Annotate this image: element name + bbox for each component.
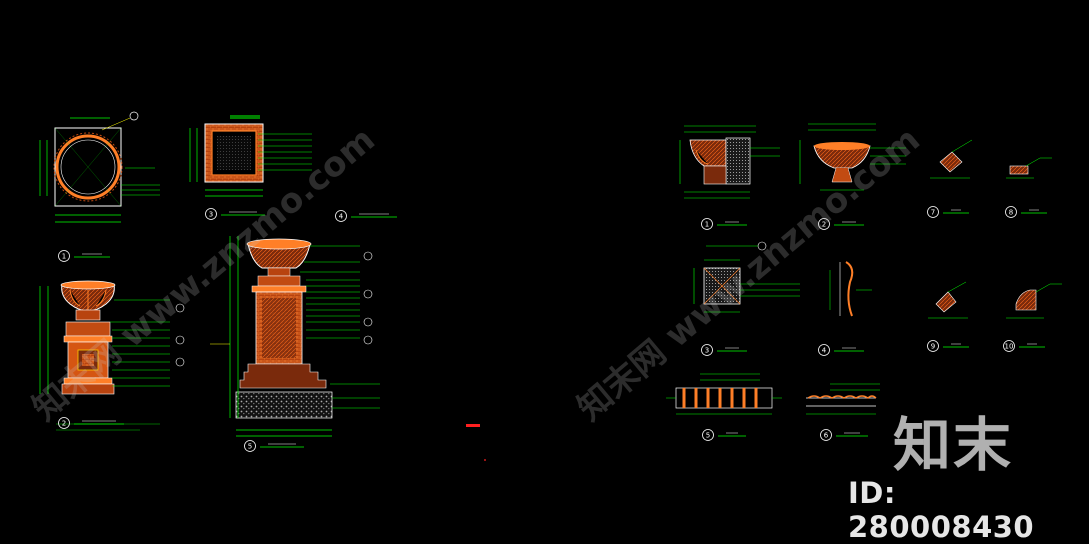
right-detail-0-marker: 1 xyxy=(701,218,747,230)
right-detail-4-marker: 3 xyxy=(701,344,747,356)
right-detail-6-marker: 9 xyxy=(927,340,969,352)
center-marker xyxy=(466,424,486,461)
detail-number: 1 xyxy=(705,221,709,229)
detail-right-3-plan xyxy=(693,241,800,313)
detail-right-9 xyxy=(928,281,968,319)
detail-number: 7 xyxy=(931,209,935,217)
detail-number: 4 xyxy=(339,213,344,221)
left-detail-labels: 1 2 3 4 5 xyxy=(58,208,397,452)
left-detail-0-marker: 1 xyxy=(58,250,110,262)
detail-right-6-strip xyxy=(806,383,880,415)
detail-number: 2 xyxy=(62,420,66,428)
detail-number: 6 xyxy=(824,432,829,440)
detail-number: 9 xyxy=(931,343,935,351)
left-detail-3-marker: 4 xyxy=(335,210,397,222)
detail-right-7 xyxy=(930,139,973,179)
image-id-label: ID: 280008430 xyxy=(848,476,1035,544)
right-detail-2-marker: 7 xyxy=(927,206,969,218)
right-detail-5-marker: 4 xyxy=(818,344,864,356)
detail-right-8 xyxy=(1006,157,1052,179)
detail-number: 8 xyxy=(1009,209,1013,217)
right-detail-3-marker: 8 xyxy=(1005,206,1047,218)
detail-right-5-strip xyxy=(666,373,782,415)
detail-number: 5 xyxy=(248,443,252,451)
detail-right-1-elevation xyxy=(679,125,780,199)
right-detail-1-marker: 2 xyxy=(818,218,864,230)
detail-number: 3 xyxy=(209,211,213,219)
detail-number: 5 xyxy=(706,432,710,440)
cad-drawing-canvas: 1 2 3 4 5 1 2 7 8 3 4 9 10 5 6 xyxy=(39,111,1062,461)
detail-planter-section xyxy=(210,236,380,437)
detail-planter-elevation xyxy=(39,280,185,431)
detail-planter-plan xyxy=(39,111,160,223)
detail-square-plan xyxy=(189,115,312,197)
detail-number: 10 xyxy=(1005,343,1014,351)
left-detail-1-marker: 2 xyxy=(58,417,124,429)
detail-number: 3 xyxy=(705,347,709,355)
right-detail-7-marker: 10 xyxy=(1003,340,1045,352)
right-detail-9-marker: 6 xyxy=(820,429,868,441)
left-detail-4-marker: 5 xyxy=(244,440,304,452)
detail-right-10 xyxy=(1006,283,1062,319)
detail-right-4-profile xyxy=(829,261,872,317)
right-detail-8-marker: 5 xyxy=(702,429,746,441)
detail-number: 1 xyxy=(62,253,66,261)
detail-number: 4 xyxy=(822,347,827,355)
left-detail-2-marker: 3 xyxy=(205,208,265,220)
detail-right-2-bowl xyxy=(799,123,906,191)
right-detail-labels: 1 2 7 8 3 4 9 10 5 6 xyxy=(701,206,1047,441)
detail-number: 2 xyxy=(822,221,826,229)
brand-logo-text: 知末 xyxy=(893,411,1014,479)
